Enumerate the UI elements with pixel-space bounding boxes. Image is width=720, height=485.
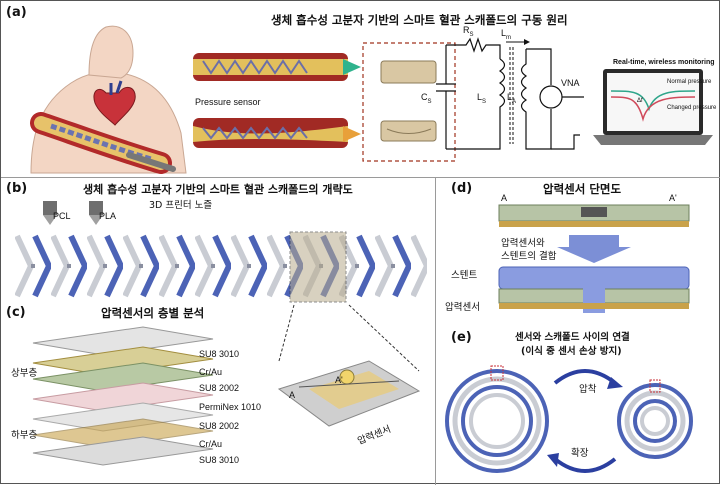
- panel-b-title: 생체 흡수성 고분자 기반의 스마트 혈관 스캐폴드의 개략도: [83, 183, 353, 196]
- bond-label-2: 스텐트의 결합: [501, 251, 557, 262]
- panel-a-label: (a): [6, 5, 27, 20]
- ls-label: LS: [477, 92, 487, 105]
- monitor-title: Real-time, wireless monitoring: [613, 59, 715, 66]
- crimp-label: 압착: [579, 384, 597, 395]
- panel-a-title: 생체 흡수성 고분자 기반의 스마트 혈관 스캐폴드의 구동 원리: [271, 13, 568, 27]
- cross-section-diagram: [498, 204, 690, 313]
- body-illustration: [30, 25, 187, 174]
- la-label: LA: [507, 92, 517, 105]
- printer-nozzle-label: 3D 프린터 노즐: [149, 200, 213, 211]
- vessel-normal: [193, 53, 361, 81]
- layer-label-4: PermiNex 1010: [199, 402, 262, 412]
- sensor-zoom: [277, 304, 421, 427]
- laptop-monitor: [593, 69, 713, 145]
- cross-a-prime-d: A': [669, 193, 677, 203]
- layer-label-7: SU8 3010: [199, 455, 240, 465]
- panel-c-title: 압력센서의 층별 분석: [101, 306, 205, 320]
- panel-d-label: (d): [451, 181, 473, 196]
- cross-a-d: A: [501, 193, 508, 203]
- panel-d-title: 압력센서 단면도: [543, 182, 622, 196]
- rs-label: RS: [463, 25, 474, 38]
- printer-nozzles: [43, 201, 103, 225]
- divider-a: [1, 177, 720, 178]
- delta-f-label: Δf: [637, 98, 643, 104]
- vessel-compressed: [193, 118, 361, 148]
- sensor-label-d: 압력센서: [445, 302, 480, 313]
- layer-label-6: Cr/Au: [199, 439, 223, 449]
- panel-e-title-1: 센서와 스캐폴드 사이의 연결: [515, 332, 630, 343]
- panel-e-title-2: (이식 중 센서 손상 방지): [521, 346, 622, 357]
- layer-stack: [32, 326, 214, 466]
- bond-label-1: 압력센서와: [501, 238, 545, 249]
- layer-label-5: SU8 2002: [199, 421, 240, 431]
- pla-label: PLA: [99, 211, 117, 221]
- divider-d: [435, 177, 436, 485]
- lower-layer-label: 하부층: [11, 430, 38, 441]
- lc-circuit: [436, 37, 584, 150]
- layer-label-1: SU8 3010: [199, 349, 240, 359]
- stent-illustration: [15, 231, 427, 303]
- cross-section-a-prime: A': [335, 375, 343, 385]
- cross-section-a: A: [289, 390, 296, 400]
- lm-label: Lm: [501, 28, 512, 41]
- expand-label: 확장: [571, 448, 589, 459]
- crimp-expand-diagram: [445, 365, 693, 473]
- changed-pressure-label: Changed pressure: [667, 105, 717, 111]
- pressure-sensor-label: Pressure sensor: [195, 97, 261, 107]
- layer-label-2: Cr/Au: [199, 367, 223, 377]
- cs-label: CS: [421, 92, 432, 105]
- panel-b-label: (b): [6, 181, 28, 196]
- panel-c-label: (c): [6, 305, 26, 320]
- vna-label: VNA: [561, 78, 580, 88]
- normal-pressure-label: Normal pressure: [667, 79, 712, 85]
- panel-e-label: (e): [451, 330, 472, 345]
- stent-label-d: 스텐트: [451, 270, 478, 281]
- upper-layer-label: 상부층: [11, 368, 38, 379]
- pcl-label: PCL: [53, 211, 71, 221]
- sensor-chips: [362, 42, 456, 162]
- layer-label-3: SU8 2002: [199, 383, 240, 393]
